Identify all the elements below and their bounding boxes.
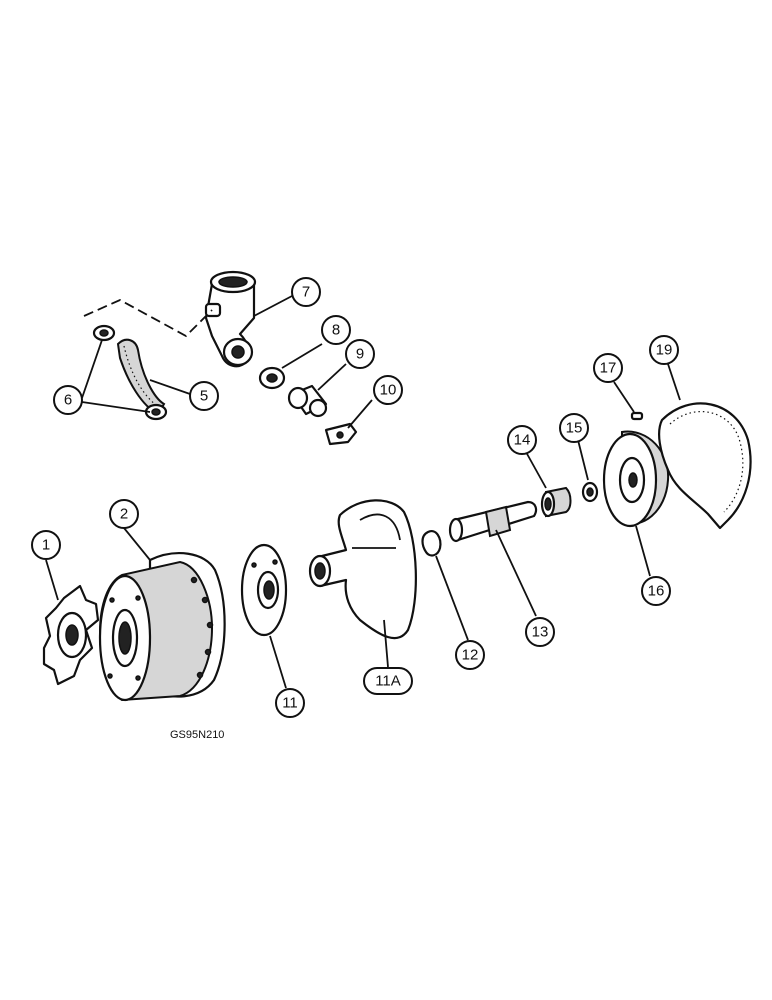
callout-17: 17: [593, 353, 623, 383]
callout-11a: 11A: [363, 667, 413, 695]
callout-11: 11: [275, 688, 305, 718]
callout-1: 1: [31, 530, 61, 560]
callout-9: 9: [345, 339, 375, 369]
figure-code: GS95N210: [170, 729, 224, 741]
callout-15: 15: [559, 413, 589, 443]
part-12-ring: [421, 530, 442, 557]
part-6-clamp-lower: [144, 403, 168, 421]
hose-connection-line: [83, 298, 213, 338]
callout-19: 19: [649, 335, 679, 365]
part-11-plate: [240, 543, 288, 637]
callout-16: 16: [641, 576, 671, 606]
callout-2: 2: [109, 499, 139, 529]
callout-label: 10: [380, 382, 397, 399]
part-16-disc: [602, 430, 670, 528]
callout-8: 8: [321, 315, 351, 345]
callout-label: 1: [42, 537, 50, 554]
callout-5: 5: [189, 381, 219, 411]
callout-7: 7: [291, 277, 321, 307]
part-6-clamp-upper: [92, 324, 116, 342]
part-8-nut: [258, 366, 286, 390]
part-9-nipple: [287, 384, 328, 418]
part-1-lobed-flange: [42, 584, 100, 686]
part-2-hub: [98, 552, 226, 702]
callout-label: 17: [600, 360, 617, 377]
callout-label: 16: [648, 583, 665, 600]
callout-label: 8: [332, 322, 340, 339]
callout-label: 9: [356, 346, 364, 363]
part-19-gasket: [658, 402, 752, 530]
callout-label: 2: [120, 506, 128, 523]
callout-label: 19: [656, 342, 673, 359]
part-14-bushing: [540, 486, 572, 518]
callout-label: 12: [462, 647, 479, 664]
callout-label: 13: [532, 624, 549, 641]
callout-label: 11: [282, 695, 298, 712]
part-13-shaft: [448, 500, 538, 543]
part-11a-housing: [308, 499, 417, 640]
leader-lines: [45, 295, 681, 689]
part-7-elbow-fitting: [204, 270, 257, 368]
callout-13: 13: [525, 617, 555, 647]
callout-12: 12: [455, 640, 485, 670]
part-10-clip: [324, 422, 358, 446]
callout-label: 5: [200, 388, 208, 405]
callout-14: 14: [507, 425, 537, 455]
part-5-hose: [116, 338, 166, 416]
callout-label: 14: [514, 432, 531, 449]
callout-6: 6: [53, 385, 83, 415]
callout-10: 10: [373, 375, 403, 405]
part-15-washer: [581, 481, 599, 503]
callout-label: 11A: [375, 673, 401, 690]
callout-label: 15: [566, 420, 583, 437]
callout-label: 7: [302, 284, 310, 301]
callout-label: 6: [64, 392, 72, 409]
part-17-pin: [630, 411, 644, 421]
